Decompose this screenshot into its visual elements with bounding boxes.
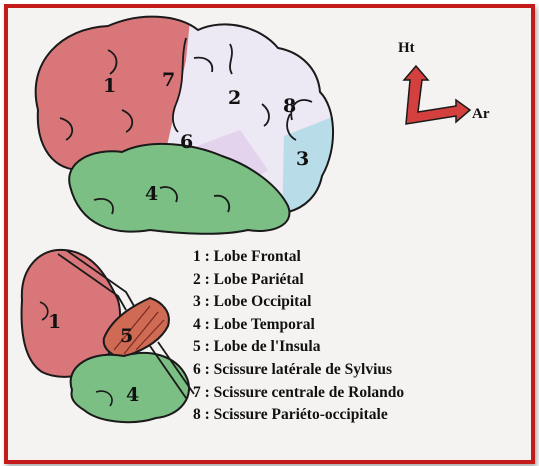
legend-item: 4 : Lobe Temporal xyxy=(193,315,315,333)
lower-sulci xyxy=(39,301,113,407)
temporal-lobe-upper xyxy=(68,142,291,235)
retractor-lines xyxy=(57,249,195,399)
orientation-arrows: Ht Ar xyxy=(398,40,490,125)
upper-label-parieto-occipital: 8 xyxy=(283,95,296,117)
legend-item: 7 : Scissure centrale de Rolando xyxy=(193,383,405,401)
legend-item: 3 : Lobe Occipital xyxy=(193,293,312,311)
legend-item: 5 : Lobe de l'Insula xyxy=(193,338,321,356)
sulci-lines xyxy=(59,37,313,215)
upper-label-parietal: 2 xyxy=(228,87,241,109)
upper-label-sylvius: 6 xyxy=(180,131,193,153)
upper-diagram-numbers: 1 7 2 8 6 3 4 xyxy=(103,69,309,205)
axis-arrow-icon xyxy=(402,64,472,125)
legend-item: 8 : Scissure Pariéto-occipitale xyxy=(193,406,388,424)
temporal-lobe-lower xyxy=(69,351,191,424)
lower-label-frontal: 1 xyxy=(48,311,61,333)
legend-item: 2 : Lobe Pariétal xyxy=(193,270,304,288)
legend-item: 1 : Lobe Frontal xyxy=(193,248,301,265)
lower-diagram-numbers: 1 5 4 xyxy=(48,311,139,406)
upper-label-rolando: 7 xyxy=(162,69,175,91)
legend-item: 6 : Scissure latérale de Sylvius xyxy=(193,360,393,378)
upper-brain xyxy=(34,15,334,235)
lower-label-insula: 5 xyxy=(120,325,133,347)
legend-list: 1 : Lobe Frontal 2 : Lobe Pariétal 3 : L… xyxy=(193,246,404,427)
axis-label-back: Ar xyxy=(472,106,490,122)
frontal-fill xyxy=(35,16,192,190)
lower-brain xyxy=(20,248,195,424)
lower-label-temporal: 4 xyxy=(126,384,139,406)
upper-label-temporal: 4 xyxy=(145,183,158,205)
upper-label-frontal: 1 xyxy=(103,75,116,97)
insula-stripes xyxy=(113,305,165,355)
upper-label-occipital: 3 xyxy=(296,148,309,170)
axis-label-up: Ht xyxy=(398,40,415,56)
